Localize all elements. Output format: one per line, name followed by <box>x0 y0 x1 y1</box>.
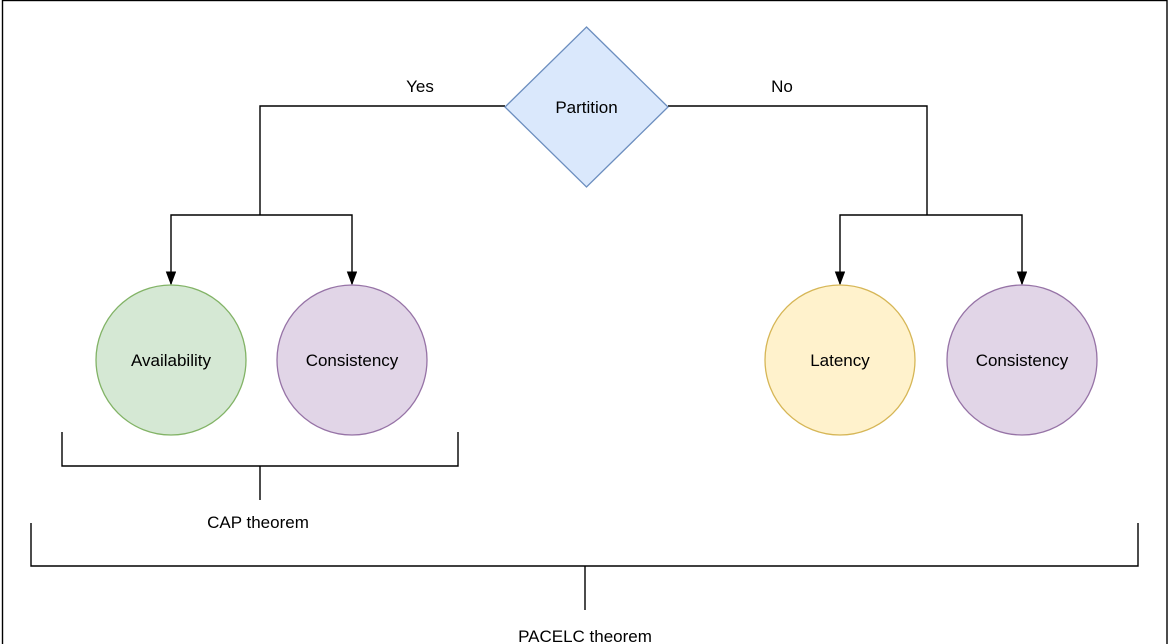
cap-theorem-label: CAP theorem <box>207 513 309 532</box>
group-cap-theorem: CAP theorem <box>61 432 459 532</box>
availability-circle <box>95 284 247 436</box>
partition-label: Partition <box>555 98 617 117</box>
node-consistency-left: Consistency <box>276 284 428 436</box>
edge-no-trunk <box>668 105 928 215</box>
partition-diamond <box>504 26 669 188</box>
node-availability: Availability <box>95 284 247 436</box>
availability-label: Availability <box>131 351 212 370</box>
consistency-left-label: Consistency <box>306 351 399 370</box>
consistency-right-label: Consistency <box>976 351 1069 370</box>
edge-yes-availability <box>171 214 260 284</box>
edge-label-yes: Yes <box>406 77 434 96</box>
group-pacelc-theorem: PACELC theorem <box>30 523 1139 644</box>
latency-circle <box>764 284 916 436</box>
node-consistency-right: Consistency <box>946 284 1098 436</box>
edge-no-consistency <box>927 214 1022 284</box>
edge-no-latency <box>840 214 927 284</box>
cap-bracket <box>61 432 459 467</box>
edge-yes-consistency <box>260 214 352 284</box>
consistency-left-circle <box>276 284 428 436</box>
edge-label-no: No <box>771 77 793 96</box>
pacelc-bracket <box>30 523 1139 567</box>
decision-node-partition: Partition <box>504 26 669 188</box>
latency-label: Latency <box>810 351 870 370</box>
pacelc-theorem-label: PACELC theorem <box>518 627 652 644</box>
consistency-right-circle <box>946 284 1098 436</box>
node-latency: Latency <box>764 284 916 436</box>
edge-yes-trunk <box>259 105 505 215</box>
